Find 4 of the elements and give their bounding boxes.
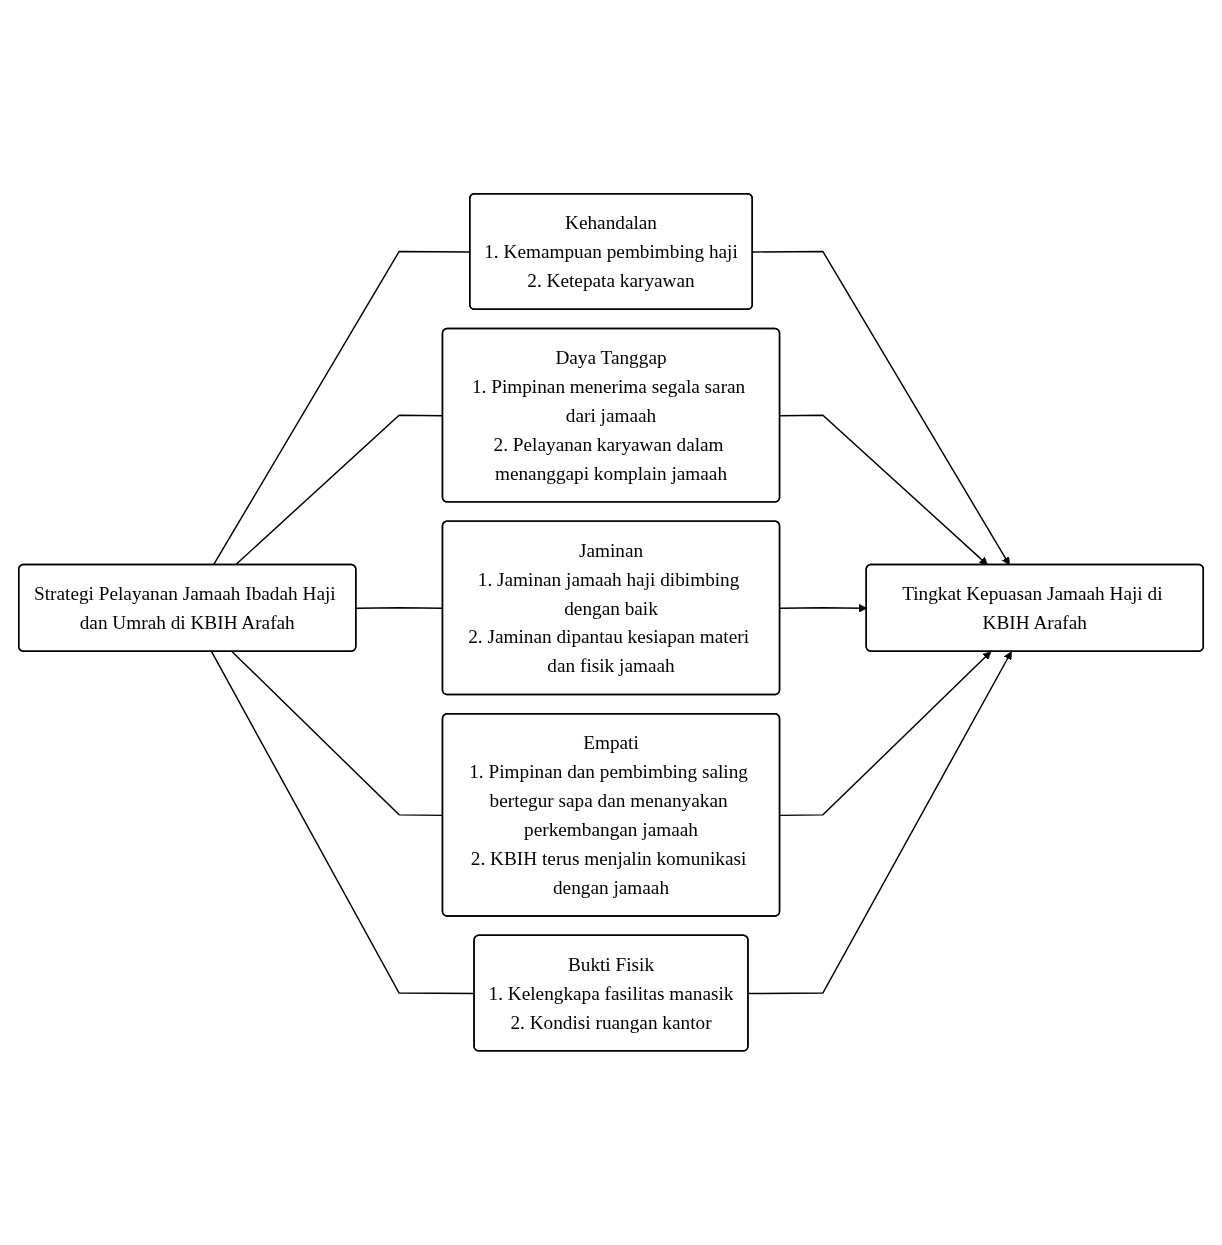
arrow [779, 651, 992, 817]
arrow [779, 414, 988, 566]
arrow [747, 651, 1012, 995]
arrow [752, 251, 1010, 566]
